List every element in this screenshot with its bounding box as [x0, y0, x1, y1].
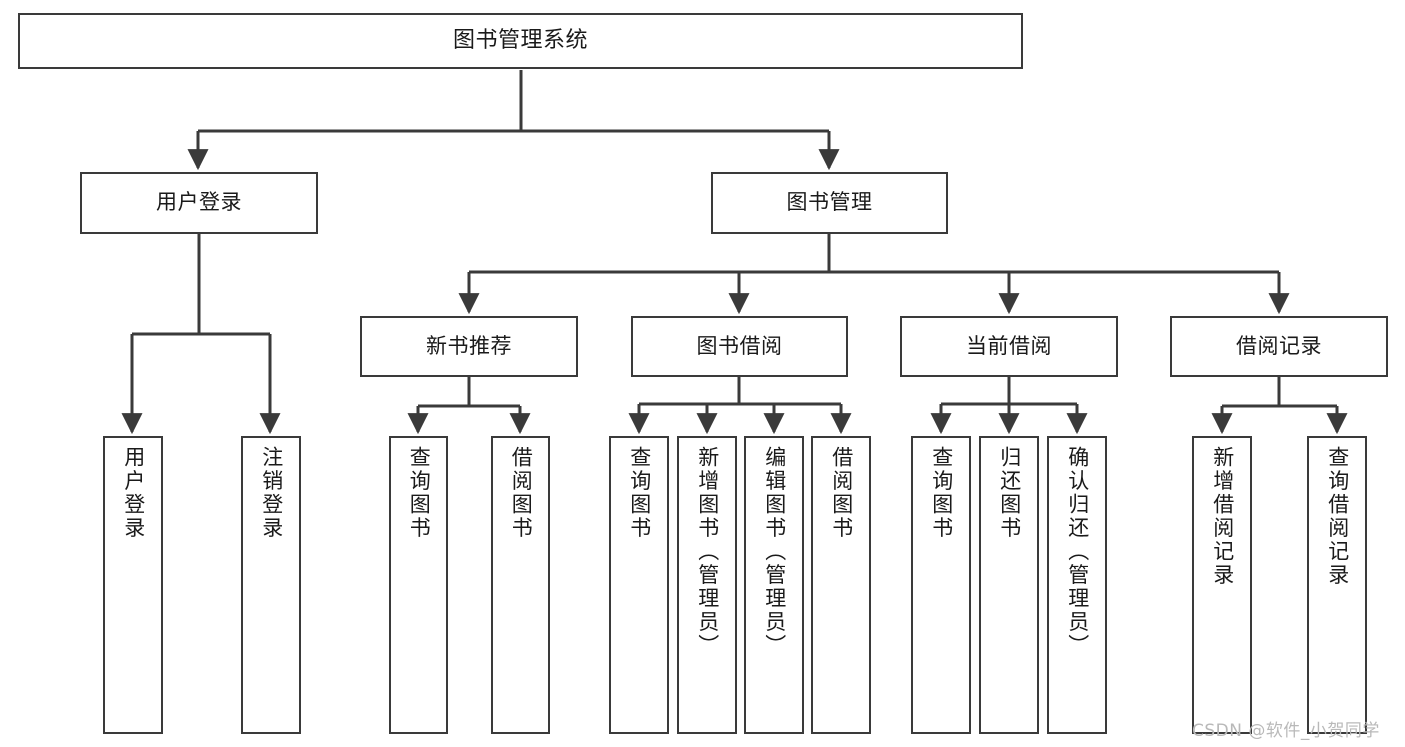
- node-leaf-confirm-return-label: 确认归还（管理员）: [1065, 446, 1090, 658]
- node-leaf-query-book-3-label: 查询图书: [929, 446, 954, 540]
- node-leaf-query-book-2[interactable]: 查询图书: [609, 436, 669, 734]
- node-root-system[interactable]: 图书管理系统: [18, 13, 1023, 69]
- node-borrow-record-label: 借阅记录: [1236, 333, 1322, 358]
- node-leaf-return-book-label: 归还图书: [997, 446, 1022, 540]
- node-leaf-borrow-book-2[interactable]: 借阅图书: [811, 436, 871, 734]
- node-leaf-query-record[interactable]: 查询借阅记录: [1307, 436, 1367, 734]
- node-book-borrow-label: 图书借阅: [696, 333, 783, 358]
- node-root-system-label: 图书管理系统: [452, 27, 588, 53]
- node-leaf-add-book-label: 新增图书（管理员）: [695, 446, 720, 658]
- node-user-login[interactable]: 用户登录: [80, 172, 318, 234]
- node-leaf-borrow-book-1-label: 借阅图书: [509, 446, 534, 540]
- node-book-management-label: 图书管理: [786, 190, 873, 215]
- node-new-book-recommend[interactable]: 新书推荐: [360, 316, 578, 377]
- node-book-borrow[interactable]: 图书借阅: [631, 316, 848, 377]
- node-leaf-user-logout[interactable]: 注销登录: [241, 436, 301, 734]
- node-leaf-borrow-book-2-label: 借阅图书: [829, 446, 854, 540]
- node-leaf-user-logout-label: 注销登录: [259, 446, 284, 540]
- node-leaf-query-book-3[interactable]: 查询图书: [911, 436, 971, 734]
- node-leaf-borrow-book-1[interactable]: 借阅图书: [491, 436, 550, 734]
- node-leaf-query-book-1[interactable]: 查询图书: [389, 436, 448, 734]
- node-leaf-return-book[interactable]: 归还图书: [979, 436, 1039, 734]
- node-leaf-edit-book[interactable]: 编辑图书（管理员）: [744, 436, 804, 734]
- node-leaf-edit-book-label: 编辑图书（管理员）: [762, 446, 787, 658]
- node-current-borrow-label: 当前借阅: [966, 333, 1052, 358]
- node-leaf-add-book[interactable]: 新增图书（管理员）: [677, 436, 737, 734]
- node-leaf-query-record-label: 查询借阅记录: [1325, 446, 1350, 587]
- node-user-login-label: 用户登录: [156, 190, 242, 215]
- node-leaf-query-book-1-label: 查询图书: [407, 446, 432, 540]
- node-leaf-add-record-label: 新增借阅记录: [1210, 446, 1235, 587]
- node-borrow-record[interactable]: 借阅记录: [1170, 316, 1388, 377]
- node-current-borrow[interactable]: 当前借阅: [900, 316, 1118, 377]
- node-leaf-add-record[interactable]: 新增借阅记录: [1192, 436, 1252, 734]
- node-leaf-user-login-label: 用户登录: [121, 446, 146, 540]
- node-new-book-recommend-label: 新书推荐: [426, 333, 512, 358]
- node-book-management[interactable]: 图书管理: [711, 172, 948, 234]
- csdn-watermark: CSDN @软件_小贺同学: [1192, 721, 1380, 741]
- node-leaf-confirm-return[interactable]: 确认归还（管理员）: [1047, 436, 1107, 734]
- node-leaf-query-book-2-label: 查询图书: [627, 446, 652, 540]
- node-leaf-user-login[interactable]: 用户登录: [103, 436, 163, 734]
